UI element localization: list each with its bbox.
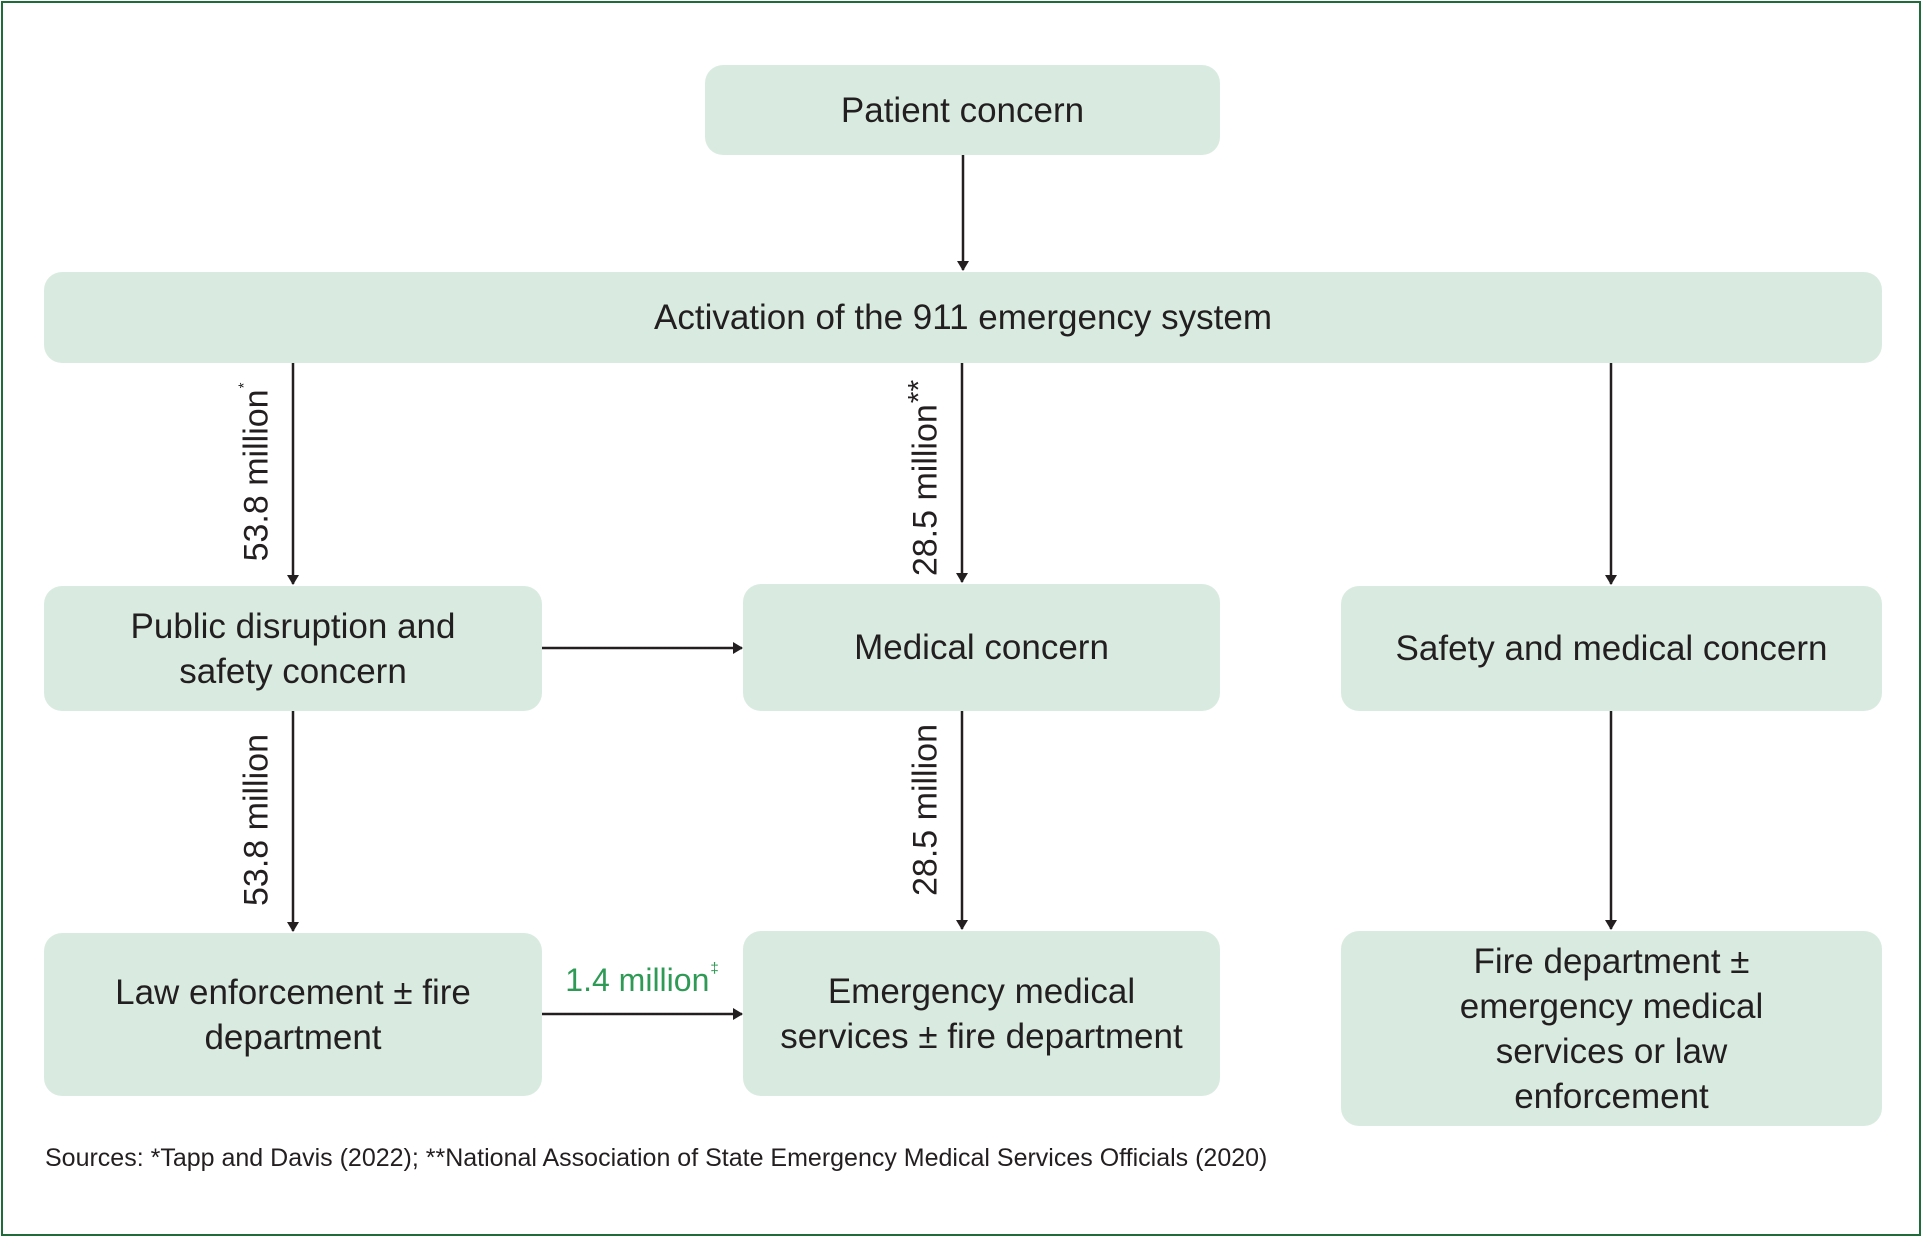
node-fire-department: Fire department ± emergency medical serv… (1341, 931, 1882, 1126)
edge-label-public-disruption-mark: * (235, 382, 253, 389)
node-medical-concern-label: Medical concern (854, 628, 1109, 667)
edge-label-law-enforcement-text: 53.8 million (237, 734, 276, 906)
node-safety-medical-concern-label: Safety and medical concern (1395, 629, 1828, 668)
edge-label-ems-text: 28.5 million (906, 724, 945, 896)
node-patient-concern: Patient concern (705, 65, 1220, 155)
edge-label-law-enforcement: 53.8 million (238, 734, 277, 906)
node-medical-concern: Medical concern (743, 584, 1220, 711)
node-activation-911: Activation of the 911 emergency system (44, 272, 1882, 363)
node-ems-label: Emergency medical services ± fire depart… (780, 971, 1183, 1056)
node-ems: Emergency medical services ± fire depart… (743, 931, 1220, 1096)
edge-label-medical-concern: 28.5 million** (903, 380, 946, 577)
node-activation-911-label: Activation of the 911 emergency system (654, 298, 1272, 337)
edge-label-public-disruption-text: 53.8 million (237, 389, 276, 562)
edge-label-ems: 28.5 million (907, 724, 946, 896)
node-public-disruption-label: Public disruption and safety concern (130, 606, 456, 691)
edge-label-law-to-ems-mark: ‡ (710, 960, 719, 977)
node-fire-department-label: Fire department ± emergency medical serv… (1459, 941, 1764, 1116)
sources-note: Sources: *Tapp and Davis (2022); **Natio… (45, 1144, 1268, 1172)
node-law-enforcement-label: Law enforcement ± fire department (115, 972, 471, 1057)
edge-label-medical-concern-text: 28.5 million (906, 404, 945, 577)
node-safety-medical-concern: Safety and medical concern (1341, 586, 1882, 711)
node-public-disruption: Public disruption and safety concern (44, 586, 542, 711)
edge-label-medical-concern-mark: ** (902, 379, 936, 404)
edge-label-public-disruption: 53.8 million* (235, 382, 277, 562)
edge-label-law-to-ems: 1.4 million‡ (565, 960, 719, 999)
node-law-enforcement: Law enforcement ± fire department (44, 933, 542, 1096)
node-patient-concern-label: Patient concern (840, 90, 1085, 130)
edge-label-law-to-ems-text: 1.4 million (565, 962, 710, 998)
